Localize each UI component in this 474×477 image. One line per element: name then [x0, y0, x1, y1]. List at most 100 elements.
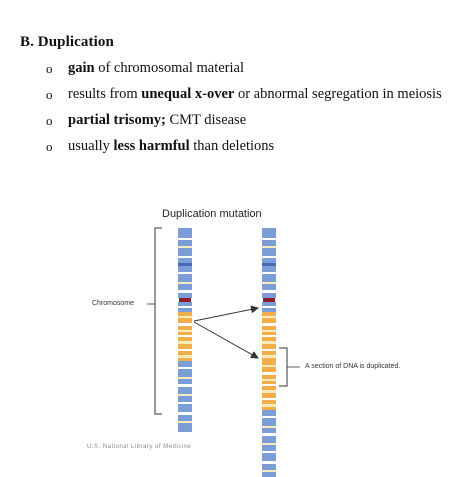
chromosome-band [178, 404, 192, 412]
chromosome-band [178, 367, 192, 369]
chromosome-label: Chromosome [92, 300, 135, 307]
bullet-text: results from [68, 86, 142, 102]
bullet-item: o partial trisomy; CMT disease [46, 112, 466, 129]
chromosome-band [262, 337, 276, 341]
chromosome-band [262, 335, 276, 337]
chromosome-band [178, 246, 192, 248]
chromosome-band [262, 302, 276, 306]
chromosome-band [262, 416, 276, 418]
chromosome-band [178, 240, 192, 246]
chromosome-band [262, 240, 276, 246]
chromosome-band [262, 274, 276, 282]
chromosome-band [262, 332, 276, 335]
bullet-item: o gain of chromosomal material [46, 60, 466, 77]
chromosome-bracket [154, 227, 162, 415]
chromosome-band [262, 306, 276, 308]
chromosome-band [262, 344, 276, 349]
original-chromosome [178, 228, 192, 432]
duplicated-chromosome [262, 228, 276, 477]
chromosome-band [262, 418, 276, 426]
chromosome-band [178, 384, 192, 387]
chromosome-band [262, 379, 276, 381]
chromosome-band [178, 284, 192, 290]
chromosome-band [262, 445, 276, 451]
bullet-bold-text: less harmful [113, 138, 190, 154]
duplication-figure: Duplication mutation Chromosome A sectio… [0, 200, 474, 477]
chromosome-band [178, 412, 192, 415]
chromosome-band [178, 377, 192, 379]
chromosome-band [262, 266, 276, 272]
chromosome-band [178, 272, 192, 274]
chromosome-band [262, 263, 276, 266]
bullet-list: o gain of chromosomal material o results… [46, 60, 466, 164]
chromosome-band [178, 282, 192, 284]
centromere [179, 298, 191, 302]
chromosome-band [262, 284, 276, 290]
chromosome-band [262, 326, 276, 330]
chromosome-band [262, 393, 276, 398]
chromosome-band [178, 312, 192, 316]
chromosome-band [178, 274, 192, 282]
chromosome-band [178, 230, 192, 238]
image-credit: U.S. National Library of Medicine [87, 444, 192, 450]
chromosome-band [262, 400, 276, 404]
chromosome-band [262, 355, 276, 358]
bullet-marker: o [46, 87, 53, 102]
chromosome-band [262, 472, 276, 477]
chromosome-band [262, 407, 276, 410]
chromosome-band [262, 464, 276, 470]
chromosome-band [178, 316, 192, 318]
chromosome-band [178, 248, 192, 256]
chromosome-band [178, 396, 192, 402]
chromosome-band [178, 349, 192, 351]
chromosome-band [262, 318, 276, 323]
chromosome-band [262, 461, 276, 464]
chromosome-band [178, 266, 192, 272]
chromosome-band [178, 337, 192, 341]
chromosome-band [178, 308, 192, 312]
chromosome-band [262, 436, 276, 443]
figure-title: Duplication mutation [162, 208, 262, 220]
duplication-label: A section of DNA is duplicated. [305, 363, 401, 370]
chromosome-band [262, 308, 276, 312]
chromosome-cap [262, 228, 276, 230]
chromosome-band [262, 372, 276, 375]
chromosome-band [262, 248, 276, 256]
bullet-marker: o [46, 61, 53, 76]
chromosome-band [262, 390, 276, 393]
chromosome-cap [178, 228, 192, 230]
chromosome-band [178, 318, 192, 323]
chromosome-band [178, 369, 192, 377]
chromosome-band [262, 312, 276, 316]
chromosome-band [178, 302, 192, 306]
chromosome-band [178, 332, 192, 335]
chromosome-band [262, 375, 276, 379]
chromosome-band [178, 290, 192, 293]
chromosome-band [178, 335, 192, 337]
chromosome-band [262, 410, 276, 416]
chromosome-band [262, 272, 276, 274]
chromosome-band [262, 365, 276, 367]
chromosome-band [262, 426, 276, 428]
bullet-bold-text: gain [68, 60, 95, 76]
chromosome-band [262, 351, 276, 355]
bullet-item: o usually less harmful than deletions [46, 138, 466, 155]
chromosome-band [262, 230, 276, 238]
chromosome-band [178, 306, 192, 308]
chromosome-band [178, 415, 192, 421]
chromosome-band [178, 421, 192, 423]
bullet-bold-text: partial trisomy; [68, 112, 166, 128]
bullet-marker: o [46, 113, 53, 128]
bullet-text: than deletions [189, 138, 275, 154]
bullet-item: o results from unequal x-over or abnorma… [46, 86, 466, 103]
arrow-to-second-copy [193, 321, 259, 359]
chromosome-band [178, 379, 192, 384]
chromosome-band [262, 398, 276, 400]
chromosome-band [178, 355, 192, 358]
chromosome-band [178, 330, 192, 332]
chromosome-band [262, 384, 276, 386]
chromosome-band [262, 358, 276, 361]
chromosome-band [262, 316, 276, 318]
chromosome-band [262, 453, 276, 461]
chromosome-band [262, 404, 276, 407]
